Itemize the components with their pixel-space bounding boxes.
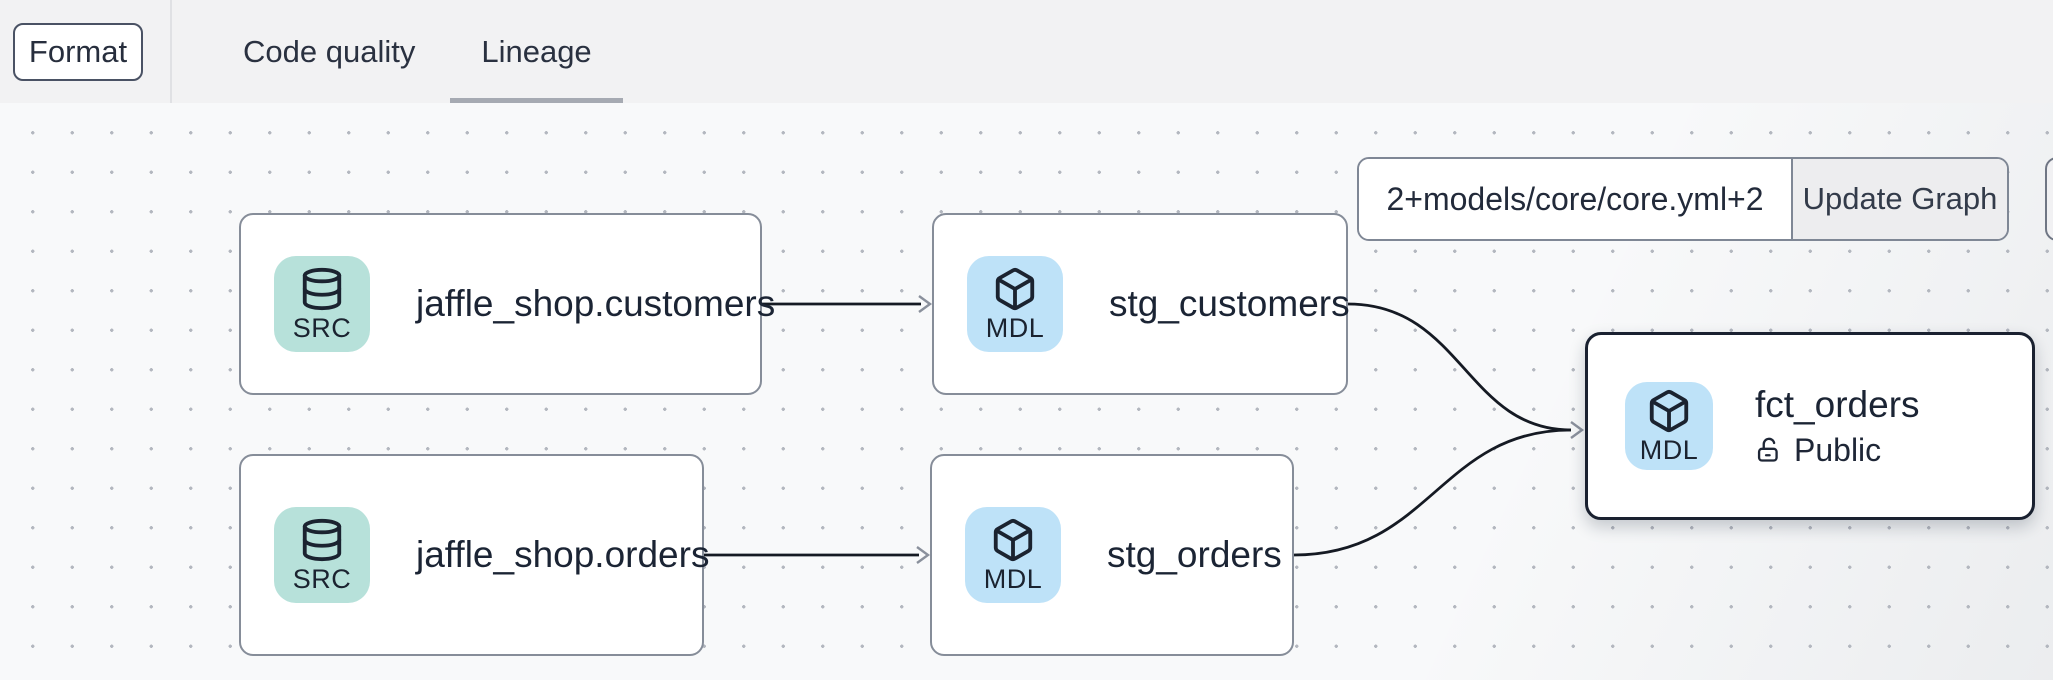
toolbar-divider — [170, 0, 172, 103]
model-badge: MDL — [965, 507, 1061, 603]
arrowhead-fct-orders — [1570, 421, 1585, 439]
tab-code-quality[interactable]: Code quality — [210, 0, 448, 103]
badge-label: SRC — [292, 563, 352, 594]
edge-stg-customers-to-fct-orders — [1347, 302, 1572, 432]
unlock-icon — [1757, 437, 1778, 462]
node-label: stg_customers — [1109, 283, 1350, 324]
format-button[interactable]: Format — [13, 22, 143, 81]
node-access-row: Public — [1755, 432, 1920, 469]
tab-code-quality-label: Code quality — [243, 33, 416, 69]
node-label: stg_orders — [1107, 534, 1282, 575]
update-graph-button[interactable]: Update Graph — [1791, 159, 2007, 239]
badge-label: MDL — [985, 312, 1045, 343]
graph-node-fct-orders[interactable]: MDL fct_orders Public — [1585, 332, 2035, 520]
editor-toolbar: Format Code quality Lineage — [0, 0, 2053, 104]
cube-icon — [995, 267, 1035, 310]
arrowhead-stg-orders — [916, 546, 931, 564]
cube-icon — [993, 518, 1033, 561]
badge-label: MDL — [983, 563, 1043, 594]
graph-node-jaffle-shop-orders[interactable]: SRC jaffle_shop.orders — [239, 454, 709, 656]
edge-stg-orders-to-fct-orders — [1293, 428, 1572, 557]
graph-node-stg-customers[interactable]: MDL stg_customers — [932, 213, 1350, 395]
cube-icon — [1649, 389, 1689, 432]
lineage-canvas[interactable]: SRC jaffle_shop.customers MDL stg_custom… — [0, 103, 2053, 680]
active-tab-indicator — [450, 98, 623, 103]
node-label: jaffle_shop.customers — [416, 283, 776, 324]
tab-lineage-label: Lineage — [481, 33, 592, 69]
model-badge: MDL — [1625, 382, 1713, 470]
tab-lineage[interactable]: Lineage — [448, 0, 624, 103]
model-badge: MDL — [967, 256, 1063, 352]
lineage-selector-group: Update Graph — [1357, 157, 2009, 241]
node-label: jaffle_shop.orders — [416, 534, 710, 575]
arrowhead-stg-customers — [918, 295, 933, 313]
badge-label: SRC — [292, 312, 352, 343]
clipped-edge-button[interactable] — [2045, 157, 2053, 241]
source-badge: SRC — [274, 256, 370, 352]
node-label: fct_orders — [1755, 383, 1920, 425]
panel-tabs: Code quality Lineage — [210, 0, 625, 103]
graph-node-stg-orders[interactable]: MDL stg_orders — [930, 454, 1294, 656]
database-icon — [302, 267, 342, 310]
node-access-label: Public — [1794, 431, 1882, 468]
badge-label: MDL — [1639, 434, 1699, 465]
graph-node-jaffle-shop-customers[interactable]: SRC jaffle_shop.customers — [239, 213, 775, 395]
lineage-selector-input[interactable] — [1359, 159, 1791, 239]
database-icon — [302, 518, 342, 561]
source-badge: SRC — [274, 507, 370, 603]
